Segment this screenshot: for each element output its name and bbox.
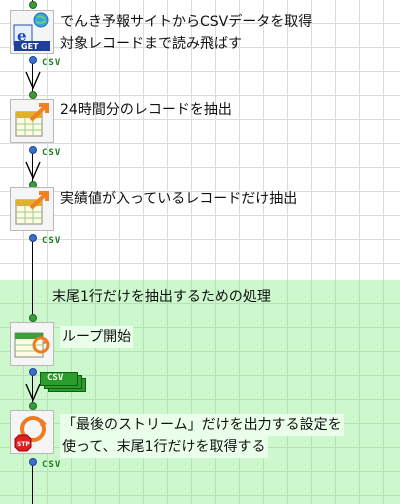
svg-text:e: e bbox=[17, 27, 27, 45]
output-port[interactable] bbox=[29, 146, 37, 154]
flow-arrow bbox=[25, 161, 41, 180]
output-port[interactable] bbox=[29, 234, 37, 242]
input-port[interactable] bbox=[29, 1, 37, 9]
flow-line bbox=[32, 152, 33, 186]
extract-actual-label: 実績値が入っているレコードだけ抽出 bbox=[60, 191, 298, 207]
group-label: 末尾1行だけを抽出するための処理 bbox=[52, 289, 271, 305]
csv-stream-label: CSV bbox=[42, 58, 62, 68]
flow-line bbox=[32, 58, 33, 96]
csv-stream-label: CSV bbox=[42, 460, 62, 470]
output-port[interactable] bbox=[29, 458, 37, 466]
csv-stream-label: CSV bbox=[47, 373, 64, 383]
record-extract-icon bbox=[15, 191, 49, 225]
http-get-icon: e GET bbox=[13, 12, 50, 51]
last-stream-node[interactable]: STP bbox=[10, 410, 54, 454]
loop-start-icon bbox=[14, 332, 50, 358]
input-port[interactable] bbox=[29, 314, 37, 322]
flow-arrow bbox=[25, 71, 41, 90]
flow-line bbox=[32, 462, 33, 504]
extract-actual-node[interactable] bbox=[10, 187, 54, 231]
extract-24h-node[interactable] bbox=[10, 99, 54, 143]
input-port[interactable] bbox=[29, 91, 37, 99]
input-port[interactable] bbox=[29, 402, 37, 410]
output-port[interactable] bbox=[29, 56, 37, 64]
svg-text:STP: STP bbox=[17, 441, 30, 448]
record-extract-icon bbox=[15, 103, 49, 137]
csv-stream-label: CSV bbox=[42, 148, 62, 158]
http-get-node[interactable]: e GET bbox=[10, 10, 54, 54]
http-get-label-line1: でんき予報サイトからCSVデータを取得 bbox=[60, 14, 313, 30]
flow-arrow bbox=[25, 383, 41, 402]
flow-line bbox=[32, 372, 33, 408]
http-get-label-line2: 対象レコードまで読み飛ばす bbox=[60, 36, 242, 52]
extract-24h-label: 24時間分のレコードを抽出 bbox=[60, 102, 232, 118]
flow-line bbox=[32, 238, 33, 322]
last-stream-label-line2: 使って、末尾1行だけを取得する bbox=[60, 436, 268, 458]
csv-stream-label: CSV bbox=[42, 236, 62, 246]
svg-text:GET: GET bbox=[21, 42, 39, 51]
loop-start-node[interactable] bbox=[10, 322, 54, 366]
loop-start-label: ループ開始 bbox=[60, 326, 134, 348]
stream-stop-icon: STP bbox=[14, 416, 47, 452]
output-port[interactable] bbox=[29, 368, 37, 376]
csv-multi-stream-icon: CSV bbox=[40, 372, 86, 392]
last-stream-label-line1: 「最後のストリーム」だけを出力する設定を bbox=[60, 414, 344, 436]
group-region[interactable] bbox=[0, 280, 400, 504]
